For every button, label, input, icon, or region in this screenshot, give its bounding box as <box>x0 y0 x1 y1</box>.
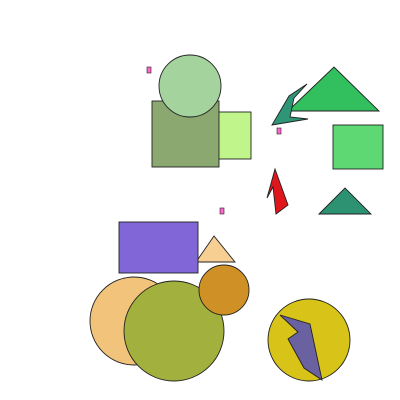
tan-triangle <box>195 235 236 263</box>
purple-rectangle <box>118 221 199 274</box>
red-lightning <box>266 167 289 215</box>
teal-triangle <box>317 187 373 215</box>
teal-arrow <box>271 83 309 126</box>
marker-pink-2 <box>276 127 282 135</box>
green-square-lime <box>216 111 252 160</box>
marker-pink-1 <box>146 66 152 74</box>
brown-circle <box>198 264 250 316</box>
pale-green-circle <box>158 54 222 118</box>
olive-circle <box>123 280 225 382</box>
purple-lightning <box>279 314 323 381</box>
green-triangle <box>286 66 381 112</box>
green-square-right <box>332 124 384 170</box>
marker-pink-3 <box>219 207 225 215</box>
